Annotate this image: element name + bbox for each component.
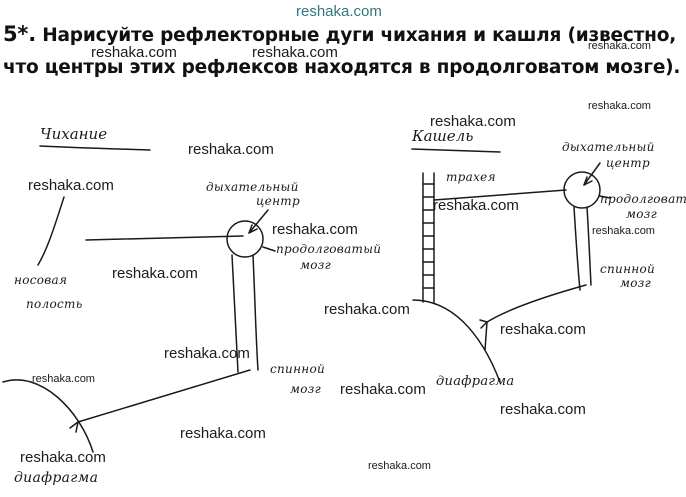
nasal-cavity-label-1: носовая	[14, 273, 68, 287]
sneeze-diaphragm-curve	[2, 379, 94, 453]
cough-title-underline	[411, 148, 501, 153]
sneeze-efferent-nerve	[77, 369, 251, 423]
sneeze-title: Чихание	[40, 125, 108, 143]
watermark: reshaka.com	[588, 40, 651, 52]
watermark: reshaka.com	[430, 113, 516, 130]
cough-afferent-nerve	[433, 189, 567, 201]
sneeze-center-label-2: центр	[256, 194, 300, 208]
watermark: reshaka.com	[112, 265, 198, 282]
cough-title: Кашель	[412, 127, 474, 145]
watermark: reshaka.com	[188, 141, 274, 158]
sneeze-center-label-1: дыхательный	[206, 180, 299, 194]
sneeze-title-underline	[39, 145, 151, 151]
cough-center-label-1: дыхательный	[562, 140, 655, 154]
sneeze-afferent-nerve	[85, 235, 244, 241]
watermark: reshaka.com	[272, 221, 358, 238]
sneeze-medulla-label-2: мозг	[300, 258, 331, 272]
trachea-label: трахея	[446, 170, 496, 184]
watermark: reshaka.com	[592, 225, 655, 237]
sneeze-diaphragm-label: диафрагма	[14, 470, 99, 486]
task-text-line-2: что центры этих рефлексов находятся в пр…	[3, 57, 681, 78]
cough-diaphragm-curve	[412, 299, 501, 383]
cough-efferent-nerve	[486, 284, 587, 323]
sneeze-center-arrow	[248, 209, 269, 234]
task-statement: 5*. Нарисуйте рефлекторные дуги чихания …	[3, 18, 686, 84]
watermark: reshaka.com	[368, 460, 431, 472]
sneeze-medulla-pointer	[262, 246, 276, 252]
watermark: reshaka.com	[164, 345, 250, 362]
cough-center-arrowhead	[583, 176, 593, 186]
cough-diaphragm-arrow	[479, 319, 488, 329]
watermark: reshaka.com	[433, 197, 519, 214]
cough-medulla-pointer	[599, 195, 611, 199]
watermark: reshaka.com	[32, 373, 95, 385]
sneeze-spinal-label-2: мозг	[290, 382, 321, 396]
watermark: reshaka.com	[91, 44, 177, 61]
site-header-watermark: reshaka.com	[296, 3, 382, 20]
sneeze-medulla-label-1: продолговатый	[276, 242, 382, 256]
cough-center-arrow	[583, 162, 601, 186]
watermark: reshaka.com	[500, 321, 586, 338]
cough-center-label-2: центр	[606, 156, 650, 170]
cough-diaphragm-label: диафрагма	[436, 374, 515, 389]
cough-efferent-nerve-down	[484, 321, 488, 351]
watermark: reshaka.com	[500, 401, 586, 418]
cough-spinal-cord-right	[586, 206, 592, 286]
task-text-line-1: Нарисуйте рефлекторные дуги чихания и ка…	[42, 25, 677, 46]
sneeze-nasal-nerve	[37, 196, 65, 266]
cough-spinal-label-2: мозг	[620, 276, 651, 290]
sneeze-respiratory-center	[226, 220, 264, 258]
sneeze-spinal-label-1: спинной	[270, 362, 326, 376]
watermark: reshaka.com	[340, 381, 426, 398]
task-line-1: 5*. Нарисуйте рефлекторные дуги чихания …	[3, 18, 686, 52]
cough-spinal-label-1: спинной	[600, 262, 656, 276]
watermark: reshaka.com	[588, 100, 651, 112]
nasal-cavity-label-2: полость	[26, 297, 83, 311]
cough-respiratory-center	[563, 171, 601, 209]
sneeze-spinal-cord-right	[252, 254, 259, 371]
cough-medulla-label-1: продолговатый	[600, 192, 686, 206]
task-number: 5*.	[3, 22, 36, 46]
cough-medulla-label-2: мозг	[626, 207, 657, 221]
sneeze-center-arrowhead	[248, 224, 258, 234]
watermark: reshaka.com	[180, 425, 266, 442]
watermark: reshaka.com	[252, 44, 338, 61]
watermark: reshaka.com	[28, 177, 114, 194]
sneeze-diaphragm-arrow	[69, 421, 79, 433]
watermark: reshaka.com	[324, 301, 410, 318]
watermark: reshaka.com	[20, 449, 106, 466]
trachea-rungs	[422, 183, 435, 289]
sneeze-spinal-cord-left	[231, 254, 239, 373]
cough-spinal-cord-left	[573, 206, 581, 291]
